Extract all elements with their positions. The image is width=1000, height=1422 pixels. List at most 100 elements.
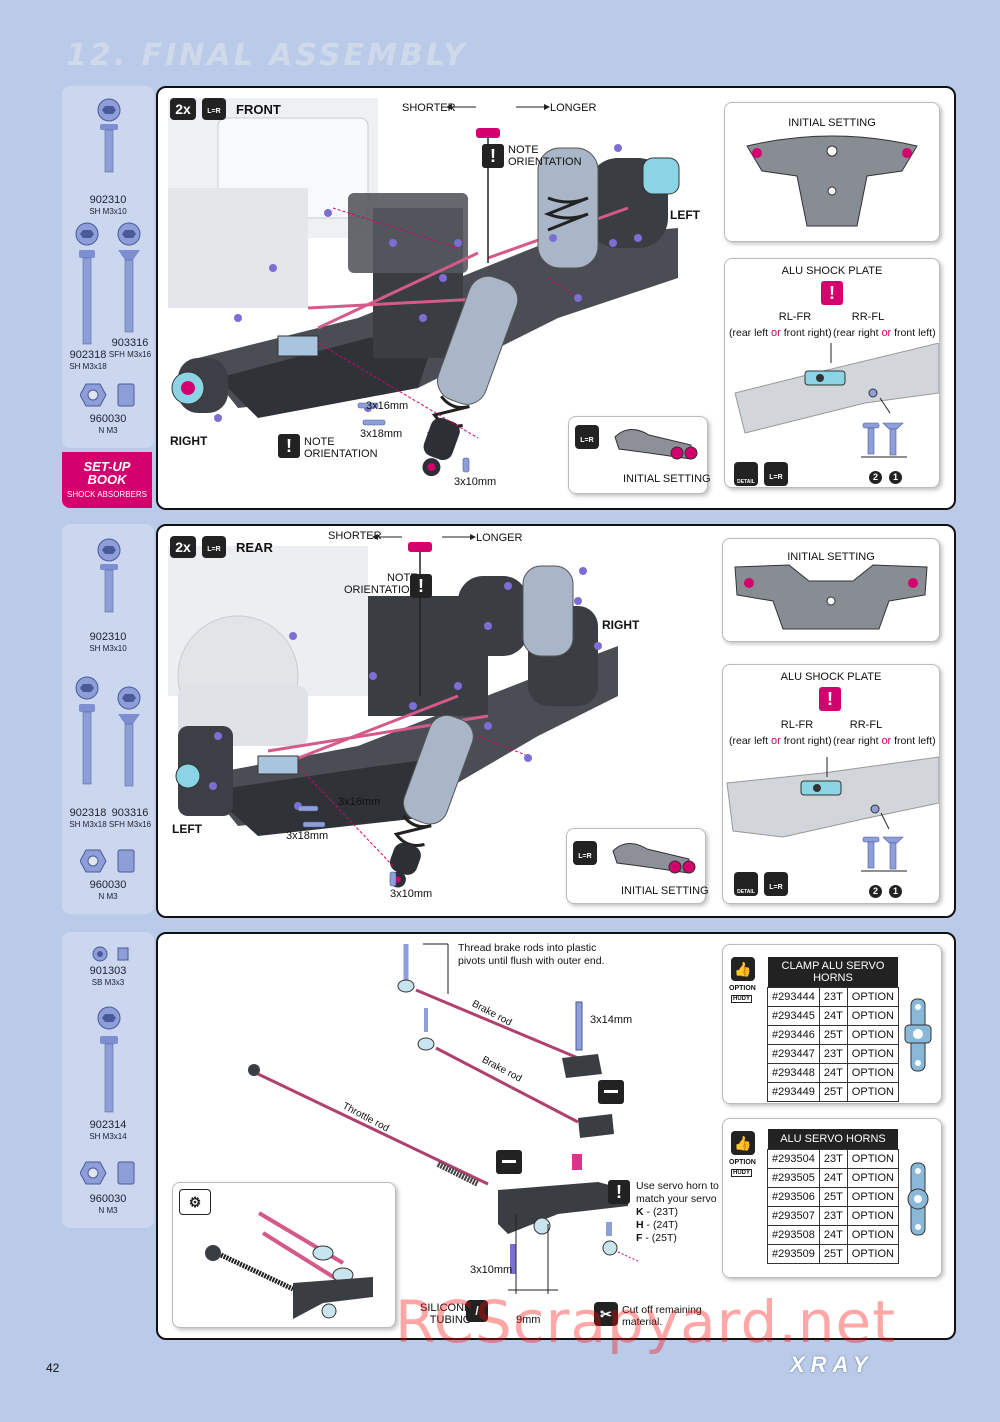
option-label: OPTION <box>729 985 756 992</box>
warning-icon: ! <box>608 1180 630 1204</box>
button-head-screw-icon <box>97 98 121 173</box>
longer-label: LONGER <box>476 532 523 544</box>
knife-icon: / <box>466 1300 488 1322</box>
watermark: RCScrapyard.net <box>395 1288 896 1356</box>
lr-icon: L=R <box>202 536 226 558</box>
left-side-label: LEFT <box>172 822 202 836</box>
thumbs-up-icon: 👍 <box>731 1131 755 1155</box>
lr-icon: L=R <box>575 425 599 449</box>
shock-mount-drawing <box>614 429 698 460</box>
lr-icon: L=R <box>202 98 226 120</box>
alu-shock-plate-box: ALU SHOCK PLATE ! RL-FR RR-FL (rear left… <box>724 258 940 488</box>
hudy-logo: HUDY <box>731 1169 753 1177</box>
page-title: 12. FINAL ASSEMBLY <box>66 38 468 73</box>
alu-shock-plate-box: ALU SHOCK PLATE ! RL-FR RR-FL (rear left… <box>722 664 940 904</box>
thumbs-up-icon: 👍 <box>731 957 755 981</box>
hudy-logo: HUDY <box>731 995 753 1003</box>
lr-icon: L=R <box>764 872 788 896</box>
flat-head-screw-icon <box>117 222 141 333</box>
right-side-label: RIGHT <box>170 434 208 448</box>
longer-label: LONGER <box>550 102 597 114</box>
alu-shock-plate-drawing <box>734 343 939 458</box>
nut-icon <box>80 849 135 873</box>
lr-icon: L=R <box>573 841 597 865</box>
dim-label: 3x14mm <box>590 1014 633 1026</box>
position-label: REAR <box>236 540 273 555</box>
shock-tower-initial-setting: INITIAL SETTING <box>722 538 940 642</box>
alu-shock-plate-drawing <box>726 756 939 872</box>
number-circle: 2 <box>869 471 882 484</box>
position-label: FRONT <box>236 102 281 117</box>
rl-fr-label: RL-FR <box>780 719 814 731</box>
quantity-badge: 2x <box>170 98 196 120</box>
button-head-screw-icon <box>97 538 121 613</box>
shorter-label: SHORTER <box>402 102 456 114</box>
warning-icon: ! <box>278 434 300 458</box>
rl-fr-label: RL-FR <box>778 311 812 323</box>
rl-fr-desc: (rear left or front right) <box>729 327 832 339</box>
detail-icon: DETAIL <box>734 872 758 896</box>
page-number: 42 <box>46 1361 60 1375</box>
shock-mount-drawing <box>612 843 696 874</box>
number-circle: 2 <box>869 885 882 898</box>
clamp-servo-horns-box: 👍 OPTION HUDY CLAMP ALU SERVO HORNS #293… <box>722 944 942 1104</box>
lr-icon: L=R <box>764 462 788 486</box>
adjust-arrows-icon <box>372 534 476 540</box>
initial-setting-label: INITIAL SETTING <box>621 885 709 897</box>
warning-icon: ! <box>819 687 841 711</box>
front-chassis-drawing <box>168 98 680 477</box>
dim-label: 3x18mm <box>360 428 403 440</box>
dim-label: 3x10mm <box>470 1264 513 1276</box>
right-side-label: RIGHT <box>602 618 640 632</box>
dim-label: 3x10mm <box>390 888 433 900</box>
linkage-detail-box: ⚙ <box>172 1182 396 1328</box>
socket-head-screw-icon <box>75 676 99 785</box>
alu-shock-plate-label: ALU SHOCK PLATE <box>781 265 883 277</box>
setup-book-link[interactable]: SET-UP BOOK SHOCK ABSORBERS <box>62 452 152 508</box>
option-label: OPTION <box>729 1159 756 1166</box>
dim-label: 3x16mm <box>338 796 381 808</box>
shock-tower-plate-drawing <box>734 564 928 630</box>
dim-label: 3x18mm <box>286 830 329 842</box>
shock-mount-initial-setting: L=R INITIAL SETTING <box>566 828 709 904</box>
rr-fl-label: RR-FL <box>851 311 885 323</box>
brand-logo: XRAY <box>790 1352 874 1377</box>
gear-check-icon: ⚙ <box>179 1189 211 1215</box>
rear-chassis-drawing <box>168 542 618 888</box>
rr-fl-label: RR-FL <box>849 719 883 731</box>
warning-icon: ! <box>410 574 432 598</box>
initial-setting-label: INITIAL SETTING <box>623 473 711 485</box>
warning-icon: ! <box>482 144 504 168</box>
initial-setting-label: INITIAL SETTING <box>788 117 876 129</box>
socket-head-screw-icon <box>75 222 99 345</box>
dim-label: 9mm <box>516 1314 541 1326</box>
alu-shock-plate-label: ALU SHOCK PLATE <box>780 671 882 683</box>
